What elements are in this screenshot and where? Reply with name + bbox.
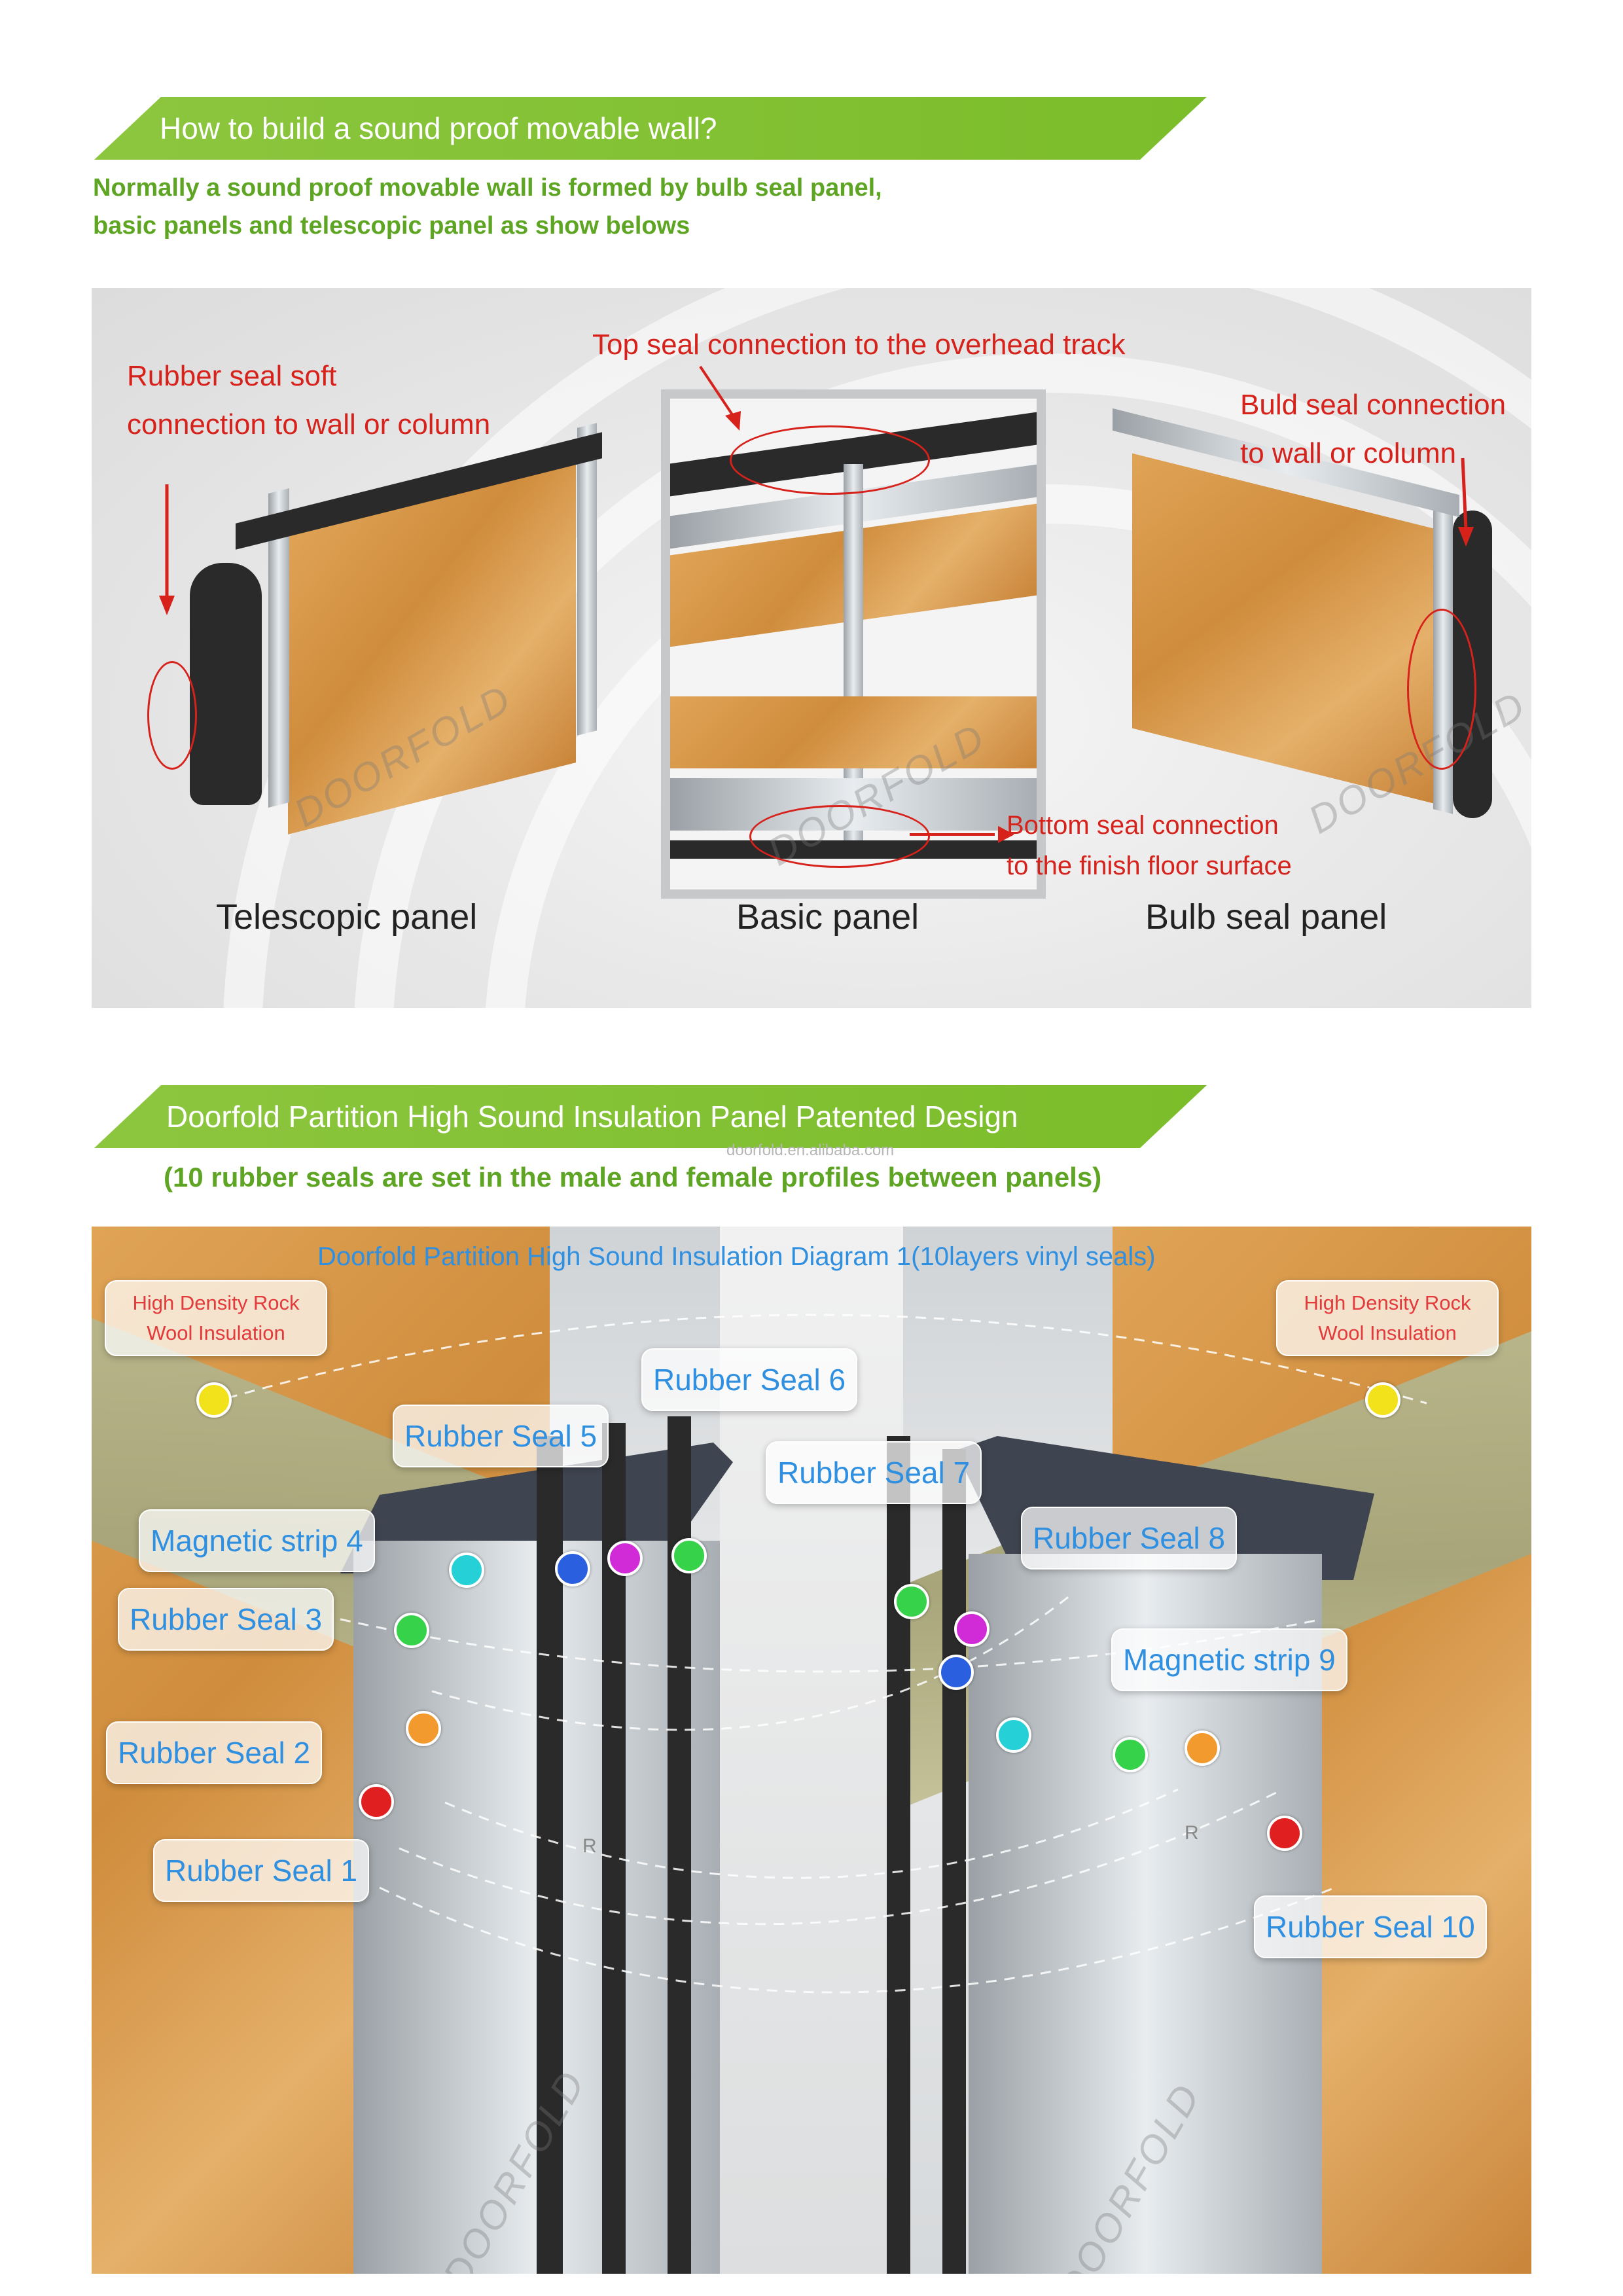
marker-seal-10 xyxy=(1267,1816,1302,1851)
marker-insulation-left xyxy=(196,1382,232,1418)
marker-seal-r-green2 xyxy=(1113,1737,1148,1772)
label-bottom-seal: Bottom seal connection to the finish flo… xyxy=(1007,805,1292,886)
panel-title-telescopic: Telescopic panel xyxy=(216,897,478,937)
callout-magnetic-strip-9: Magnetic strip 9 xyxy=(1111,1628,1347,1691)
panel-title-basic: Basic panel xyxy=(736,897,919,937)
marker-seal-3 xyxy=(394,1613,429,1648)
callout-rubber-seal-6: Rubber Seal 6 xyxy=(641,1348,858,1411)
diagram-title: Doorfold Partition High Sound Insulation… xyxy=(317,1242,1156,1271)
marker-magnetic-4 xyxy=(449,1552,484,1588)
label-bottom-line1: Bottom seal connection xyxy=(1007,811,1279,840)
telescopic-rubber-seal xyxy=(190,563,262,805)
bulb-seal-arrow xyxy=(1458,457,1474,547)
marker-seal-r-green xyxy=(894,1584,929,1619)
callout-rubber-seal-8: Rubber Seal 8 xyxy=(1021,1507,1238,1570)
registered-mark: R xyxy=(1185,1822,1199,1844)
section2-banner: Doorfold Partition High Sound Insulation… xyxy=(94,1085,1207,1148)
callout-rubber-seal-7: Rubber Seal 7 xyxy=(766,1441,982,1504)
callout-rubber-seal-1: Rubber Seal 1 xyxy=(153,1839,370,1902)
label-rubber-seal-soft: Rubber seal soft connection to wall or c… xyxy=(127,352,490,449)
marker-seal-r-blue xyxy=(938,1655,974,1690)
telescopic-seal-oval xyxy=(147,661,197,770)
marker-magnetic-9 xyxy=(996,1717,1031,1753)
callout-rubber-seal-2: Rubber Seal 2 xyxy=(106,1721,323,1784)
section1-intro-line2: basic panels and telescopic panel as sho… xyxy=(93,212,690,240)
section2-subtitle: (10 rubber seals are set in the male and… xyxy=(164,1162,1102,1193)
callout-insulation-right: High Density Rock Wool Insulation xyxy=(1276,1280,1499,1356)
callout-insulation-left: High Density Rock Wool Insulation xyxy=(105,1280,327,1356)
marker-seal-1 xyxy=(359,1784,394,1820)
bulb-seal-oval xyxy=(1407,609,1476,770)
section1-intro: Normally a sound proof movable wall is f… xyxy=(93,169,882,245)
callout-rubber-seal-10: Rubber Seal 10 xyxy=(1254,1895,1487,1958)
right-profile-fin xyxy=(942,1449,966,2274)
basic-wood-lower xyxy=(670,696,1037,768)
top-seal-oval xyxy=(730,425,930,495)
telescopic-arrow xyxy=(159,484,175,615)
section1-banner-title: How to build a sound proof movable wall? xyxy=(160,111,717,145)
right-profile-fin xyxy=(887,1436,910,2274)
bottom-seal-oval xyxy=(749,805,930,868)
label-rubber-line2: connection to wall or column xyxy=(127,408,491,440)
marker-seal-7 xyxy=(671,1538,707,1573)
callout-rubber-seal-5: Rubber Seal 5 xyxy=(393,1405,609,1467)
marker-seal-8 xyxy=(954,1611,990,1647)
callout-magnetic-strip-4: Magnetic strip 4 xyxy=(139,1509,375,1572)
label-bulb-line2: to wall or column xyxy=(1240,437,1457,469)
label-bulb-seal: Buld seal connection to wall or column xyxy=(1240,381,1506,478)
section1-banner: How to build a sound proof movable wall? xyxy=(94,97,1207,160)
section2-banner-title: Doorfold Partition High Sound Insulation… xyxy=(166,1100,1018,1134)
source-caption: doorfold.en.alibaba.com xyxy=(726,1141,895,1159)
label-bottom-line2: to the finish floor surface xyxy=(1007,852,1292,880)
marker-seal-2 xyxy=(406,1711,441,1746)
label-rubber-line1: Rubber seal soft xyxy=(127,360,337,392)
marker-seal-5 xyxy=(555,1551,590,1587)
panel-types-illustration: DOORFOLD Rubber seal soft connection to … xyxy=(92,288,1531,1008)
insulation-diagram: DOORFOLD DOORFOLD R R Doorfold Partition… xyxy=(92,1227,1531,2274)
registered-mark: R xyxy=(582,1835,597,1857)
callout-rubber-seal-3: Rubber Seal 3 xyxy=(118,1588,334,1651)
label-bulb-line1: Buld seal connection xyxy=(1240,389,1507,421)
marker-seal-r-orange xyxy=(1185,1731,1220,1766)
telescopic-panel-image: DOORFOLD xyxy=(137,423,635,836)
panel-title-bulb-seal: Bulb seal panel xyxy=(1145,897,1387,937)
label-top-seal: Top seal connection to the overhead trac… xyxy=(592,329,1126,361)
marker-insulation-right xyxy=(1365,1382,1400,1418)
section1-intro-line1: Normally a sound proof movable wall is f… xyxy=(93,174,882,202)
marker-seal-6 xyxy=(607,1541,643,1576)
